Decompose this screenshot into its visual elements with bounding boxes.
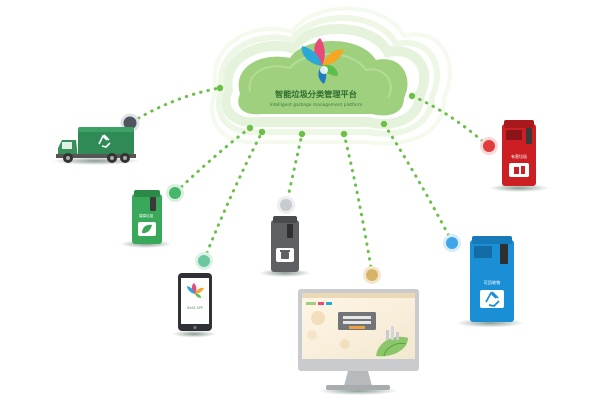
link-green-bin	[174, 126, 252, 194]
recycle-icon	[98, 134, 111, 148]
link-grey-bin	[284, 132, 304, 208]
monitor-icon	[298, 289, 419, 395]
blue-bin-label: 可回收物	[484, 279, 501, 286]
link-red-bin	[410, 94, 490, 148]
grey-bin	[259, 216, 311, 277]
leaf-icon	[142, 224, 152, 234]
link-monitor	[342, 132, 374, 276]
cloud-icon: 智能垃圾分类管理平台 Intelligent garbage managemen…	[238, 38, 408, 116]
trash-bin-icon	[280, 250, 290, 259]
truck-icon	[52, 127, 140, 165]
link-phone	[202, 130, 264, 262]
link-truck	[130, 86, 222, 124]
leaf-logo-icon	[187, 283, 204, 298]
node-green-bin	[166, 184, 184, 202]
recycle-icon	[485, 291, 500, 307]
red-bin: 有害垃圾	[489, 120, 549, 192]
green-bin: 易腐垃圾	[120, 190, 172, 248]
blue-bin: 可回收物	[456, 236, 524, 328]
cloud-halo	[209, 6, 452, 146]
trash-bin-icon	[514, 166, 525, 174]
node-monitor	[363, 266, 381, 284]
node-grey-bin	[277, 196, 295, 214]
node-red-bin	[480, 137, 498, 155]
link-blue-bin	[382, 122, 454, 244]
smartphone-icon: BASE APP	[172, 273, 216, 338]
network-links	[130, 84, 490, 276]
connection-nodes	[120, 113, 498, 284]
phone-caption: BASE APP	[187, 306, 203, 310]
node-phone	[195, 252, 213, 270]
leaf-logo-icon	[301, 38, 344, 84]
green-bin-label: 易腐垃圾	[139, 213, 154, 218]
node-blue-bin	[443, 234, 461, 252]
platform-title-zh: 智能垃圾分类管理平台	[274, 89, 357, 99]
platform-title-en: Intelligent garbage management platform	[270, 102, 363, 108]
red-bin-label: 有害垃圾	[511, 153, 527, 159]
